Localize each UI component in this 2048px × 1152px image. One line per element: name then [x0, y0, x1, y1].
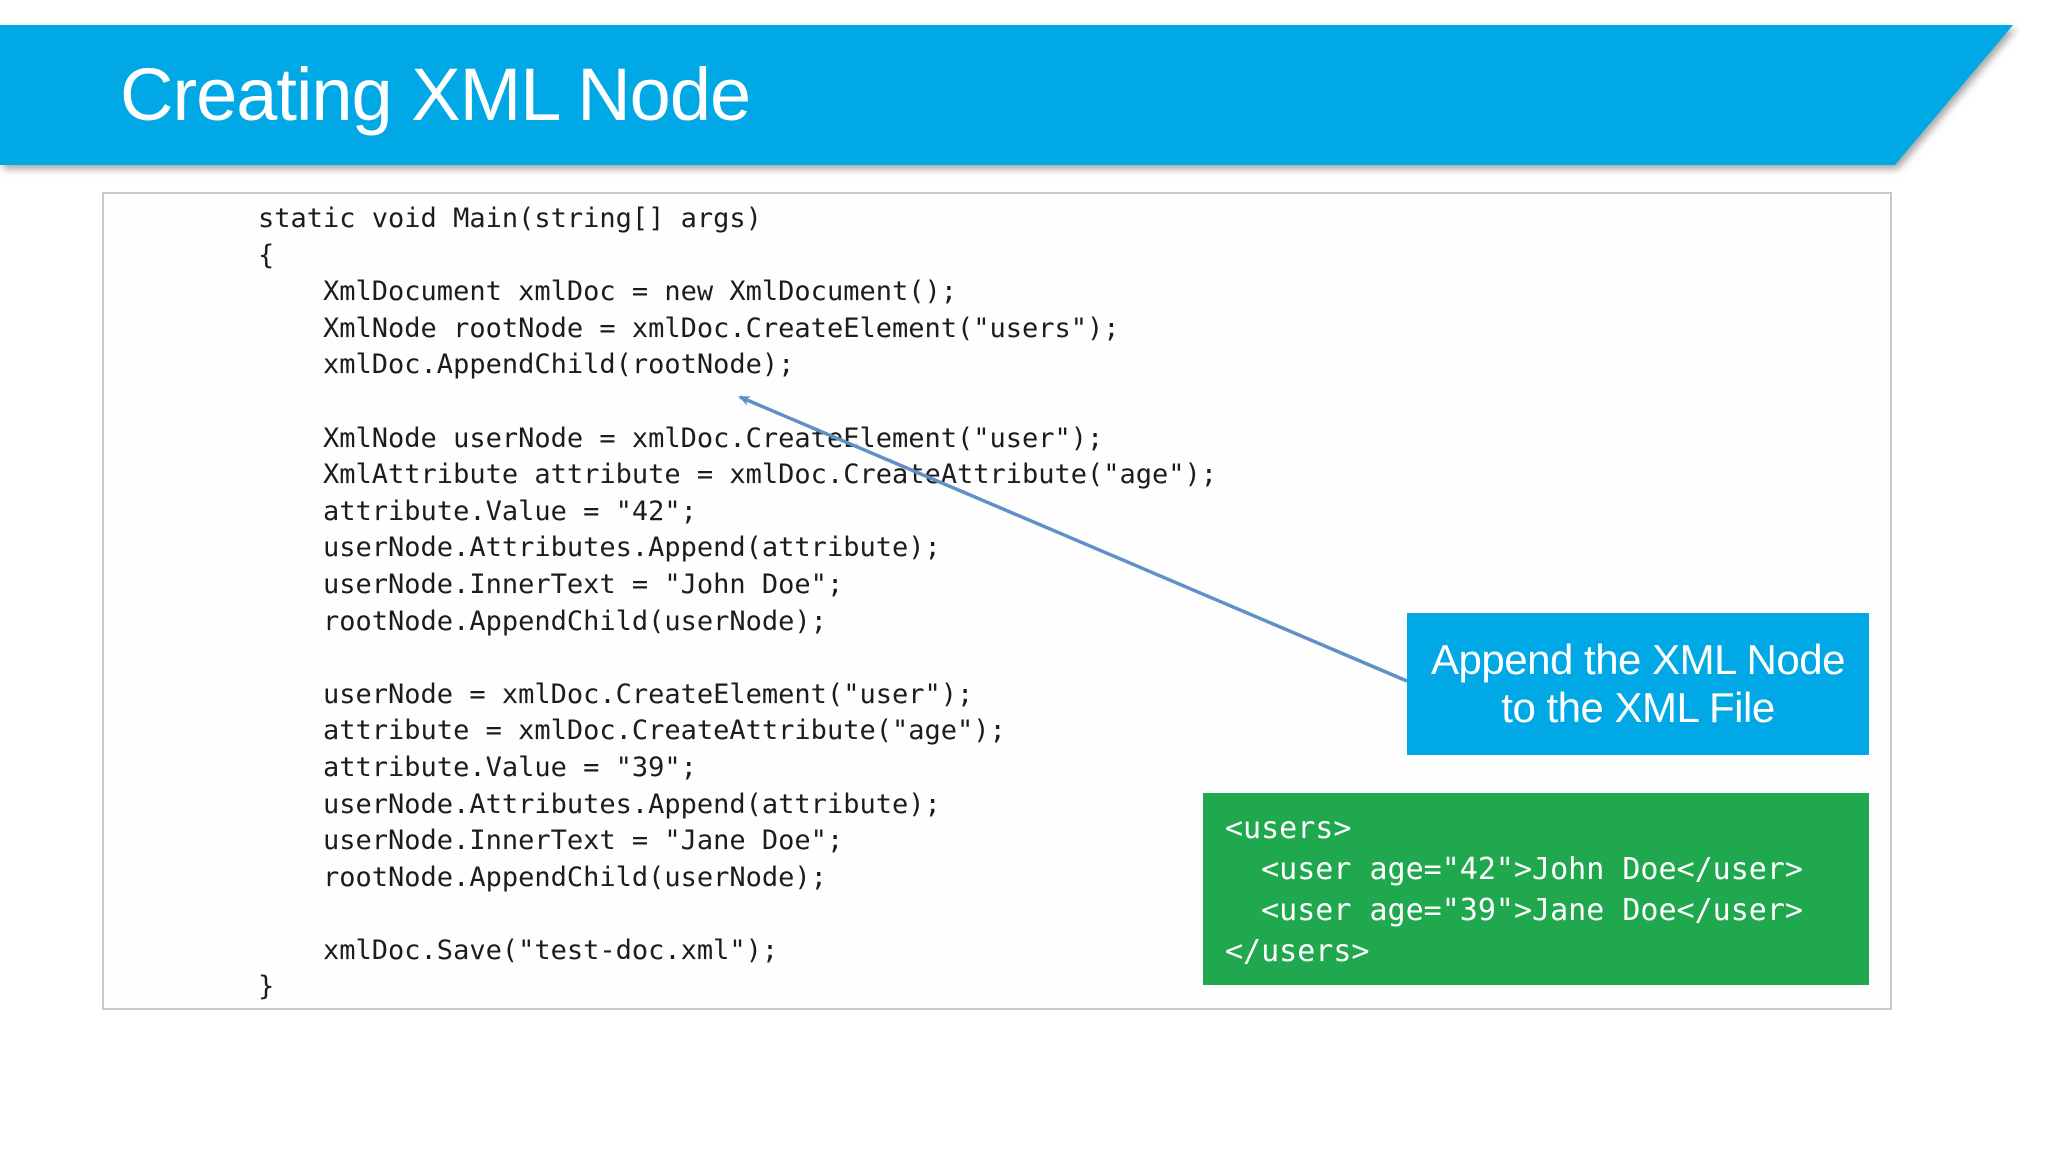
callout-box: Append the XML Node to the XML File — [1407, 613, 1869, 755]
callout-text: Append the XML Node to the XML File — [1431, 636, 1845, 731]
xml-output-box: <users> <user age="42">John Doe</user> <… — [1203, 793, 1869, 985]
title-banner: Creating XML Node — [0, 25, 2048, 165]
code-block: static void Main(string[] args) { XmlDoc… — [258, 203, 1218, 1003]
title-banner-shape: Creating XML Node — [0, 25, 2013, 165]
slide-title: Creating XML Node — [120, 53, 751, 136]
xml-output-text: <users> <user age="42">John Doe</user> <… — [1225, 811, 1803, 969]
